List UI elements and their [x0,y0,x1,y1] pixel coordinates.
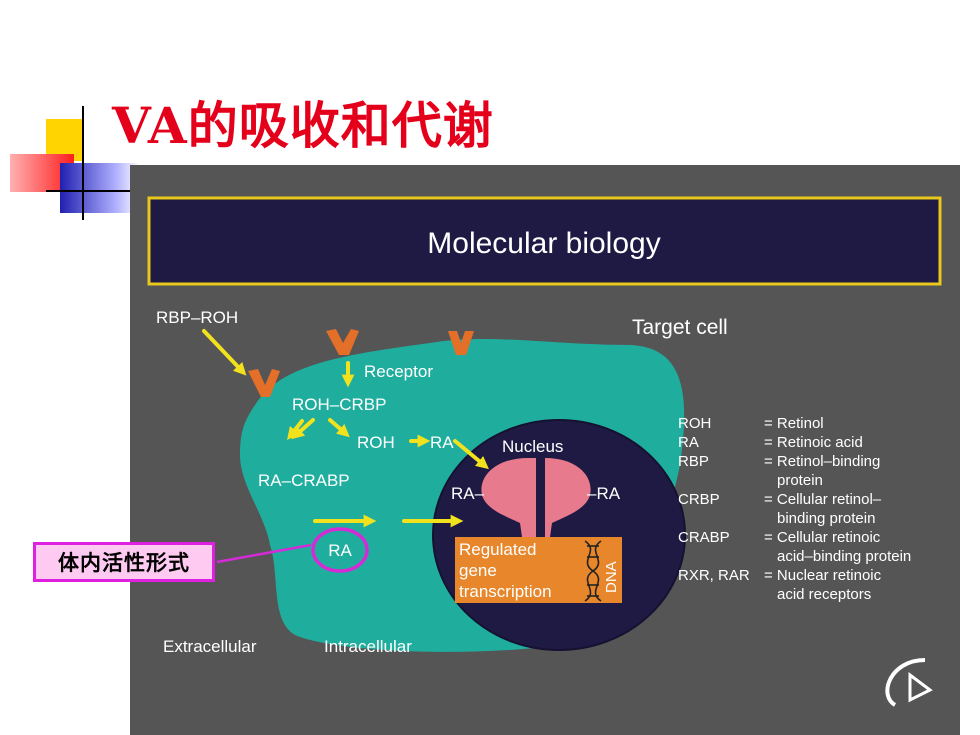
receptor-shape-top [326,329,359,355]
callout-connector [216,543,312,564]
legend-abbr-5: RXR, RAR [678,567,750,584]
header-title: Molecular biology [427,227,660,260]
legend: ROH = Retinol RA = Retinoic acid RBP = R… [678,415,911,603]
label-roh: ROH [357,433,395,452]
header-bar [147,196,942,286]
legend-def-4b: acid–binding protein [777,548,911,565]
receptor-shape-left [248,369,280,397]
label-rbp-roh: RBP–ROH [156,308,238,327]
rxr-shape [481,458,536,537]
label-rxr: RXR [484,484,520,503]
label-regulated: Regulated [459,540,537,559]
legend-def-0: = Retinol [764,415,824,432]
label-dna: DNA [603,561,620,593]
label-roh-crbp: ROH–CRBP [292,395,386,414]
legend-def-3a: = Cellular retinol– [764,491,882,508]
slide-title: VA的吸收和代谢 [112,96,494,155]
arrow-rbp-to-receptor [202,329,247,376]
molecular-biology-diagram: Molecular biology RBP–ROH Target cell [130,165,960,735]
label-ra-free: RA [328,541,352,560]
deco-horizontal-line [46,190,130,192]
arrows [202,329,489,528]
legend-def-1: = Retinoic acid [764,434,863,451]
legend-abbr-2: RBP [678,453,709,470]
legend-def-5a: = Nuclear retinoic [764,567,882,584]
deco-blue-block [60,163,140,213]
rar-shape [545,458,591,537]
label-gene: gene [459,561,497,580]
label-intracellular: Intracellular [324,637,412,656]
legend-def-3b: binding protein [777,510,875,527]
arrow-to-rohcrbp-left [291,418,315,440]
legend-def-2b: protein [777,472,823,489]
legend-abbr-1: RA [678,434,699,451]
legend-abbr-4: CRABP [678,529,730,546]
ra-highlight-circle [311,527,369,573]
logo-icon [885,658,933,707]
legend-abbr-0: ROH [678,415,711,432]
label-target-cell: Target cell [632,316,728,339]
receptor-shape-right [448,331,474,355]
legend-def-4a: = Cellular retinoic [764,529,881,546]
label-rar: RAR [550,484,586,503]
legend-def-2a: = Retinol–binding [764,453,880,470]
label-ra-left: RA– [451,484,485,503]
deco-vertical-line [82,106,84,220]
legend-abbr-3: CRBP [678,491,720,508]
label-ra-arrow: RA [430,433,454,452]
label-transcription: transcription [459,582,552,601]
active-form-callout: 体内活性形式 [33,542,215,582]
label-ra-right: –RA [587,484,621,503]
dna-icon [584,540,602,602]
legend-def-5b: acid receptors [777,586,871,603]
label-nucleus: Nucleus [502,437,563,456]
label-ra-crabp: RA–CRABP [258,471,350,490]
label-receptor: Receptor [364,362,433,381]
arrow-ra-to-nucleus [453,439,489,470]
arrow-to-roh [328,418,350,438]
label-extracellular: Extracellular [163,637,257,656]
